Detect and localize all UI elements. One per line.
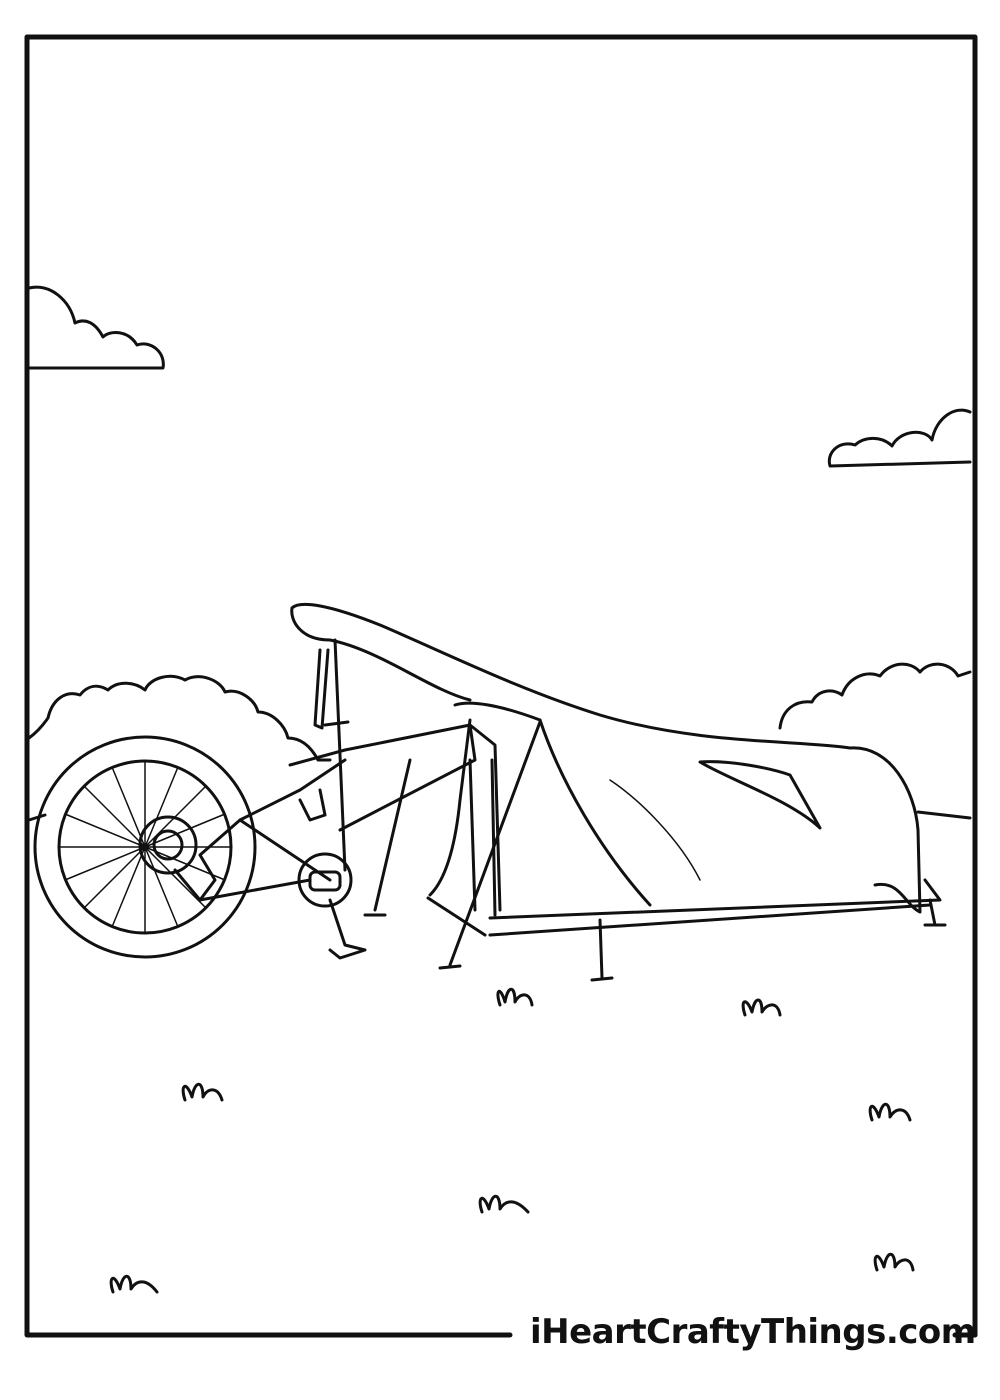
cloud-right (827, 408, 972, 468)
site-watermark: iHeartCraftyThings.com (530, 1312, 976, 1352)
horizon-left (27, 813, 47, 822)
horizon-right (916, 810, 972, 820)
bush-right (778, 662, 972, 730)
cloud-left (27, 285, 165, 370)
grass-tufts (109, 987, 915, 1294)
bush-left (27, 674, 332, 762)
rear-wheel (33, 735, 257, 959)
tent (290, 602, 947, 982)
chainring (297, 852, 353, 908)
page-border (24, 34, 978, 1338)
bicycle (33, 638, 502, 960)
